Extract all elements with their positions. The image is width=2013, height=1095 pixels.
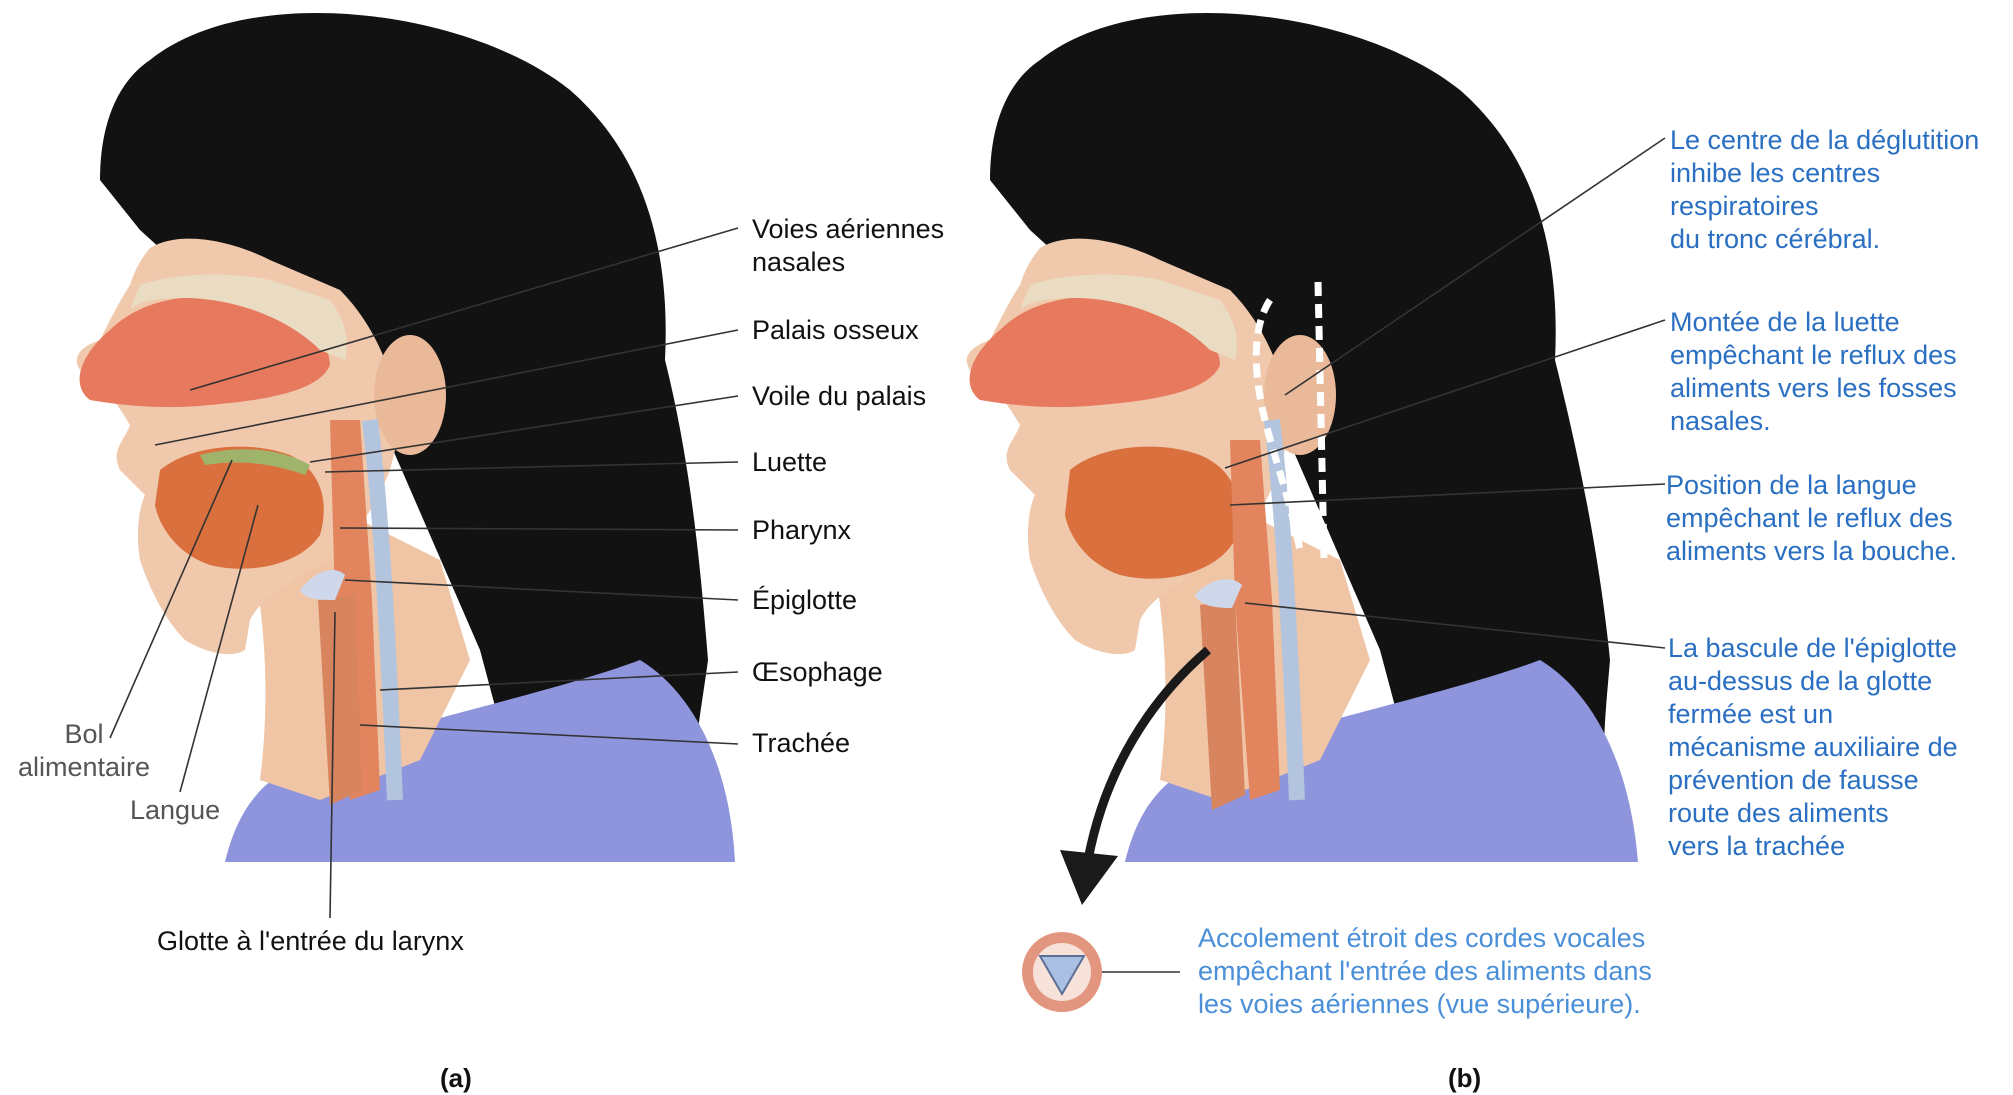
label-bol-alimentaire: Bol alimentaire — [14, 718, 154, 784]
label-bascule-epiglotte: La bascule de l'épiglotte au-dessus de l… — [1668, 632, 1958, 863]
label-voies-aeriennes: Voies aériennes nasales — [752, 213, 944, 279]
caption-b: (b) — [1448, 1062, 1481, 1095]
label-glotte: Glotte à l'entrée du larynx — [157, 925, 464, 958]
label-luette: Luette — [752, 446, 827, 479]
label-epiglotte: Épiglotte — [752, 584, 857, 617]
label-centre-deglutition: Le centre de la déglutition inhibe les c… — [1670, 124, 1979, 256]
head-figure-a — [77, 13, 735, 862]
label-palais-osseux: Palais osseux — [752, 314, 919, 347]
glottis-superior-view — [1022, 932, 1102, 1012]
label-langue: Langue — [130, 794, 220, 827]
label-oesophage: Œsophage — [752, 656, 883, 689]
head-figure-b — [967, 13, 1638, 862]
label-voile-palais: Voile du palais — [752, 380, 926, 413]
caption-a: (a) — [440, 1062, 472, 1095]
label-accolement: Accolement étroit des cordes vocales emp… — [1198, 922, 1652, 1021]
label-montee-luette: Montée de la luette empêchant le reflux … — [1670, 306, 1957, 438]
label-pharynx: Pharynx — [752, 514, 851, 547]
label-position-langue: Position de la langue empêchant le reflu… — [1666, 469, 1957, 568]
arrow-head — [1060, 850, 1118, 905]
label-trachee: Trachée — [752, 727, 850, 760]
